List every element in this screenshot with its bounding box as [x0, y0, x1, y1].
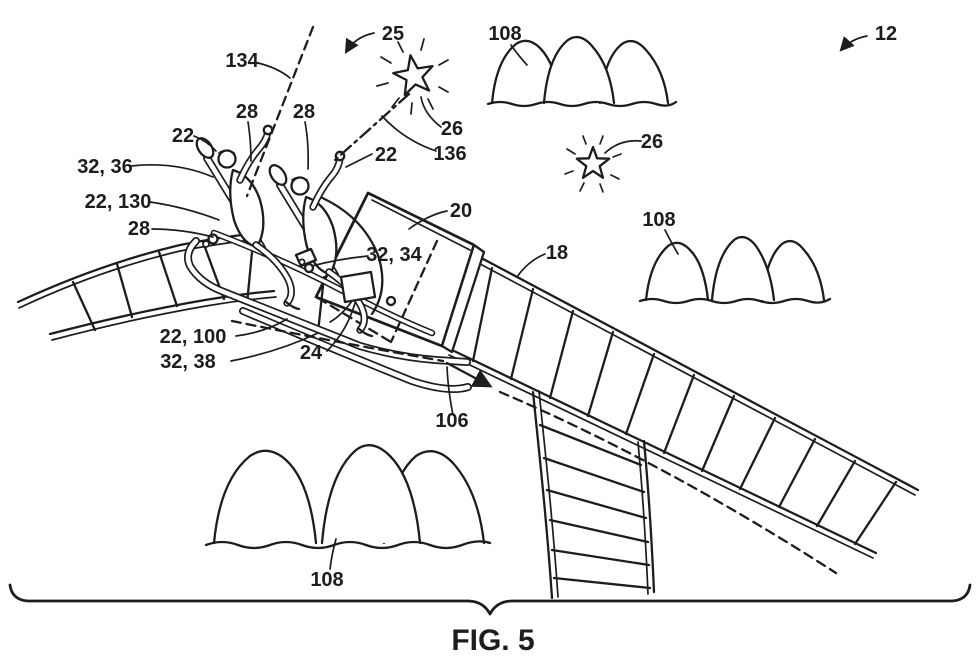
ref-label-32-38: 32, 38 [160, 351, 216, 373]
rider-left [195, 124, 301, 311]
star-effect-top [376, 38, 449, 115]
arrow-25 [344, 32, 375, 54]
ref-label-32-36: 32, 36 [77, 156, 133, 178]
track-left-curved [16, 232, 277, 341]
ref-label-26-mid: 26 [641, 131, 663, 153]
figure-caption: FIG. 5 [451, 624, 534, 657]
ride-path-dashes [230, 319, 838, 575]
ref-label-28-left: 28 [236, 101, 258, 123]
ref-label-22-left: 22 [172, 125, 194, 147]
star-effect-mid [564, 135, 622, 193]
ref-label-22-100: 22, 100 [160, 326, 227, 348]
ref-label-136: 136 [433, 143, 466, 165]
sightline-134 [245, 25, 315, 198]
ref-label-28-lower: 28 [128, 218, 150, 240]
sightline-136 [333, 92, 411, 162]
mountains-top [486, 35, 678, 108]
handheld-device [294, 247, 318, 274]
track-main-ladder [448, 250, 920, 559]
ref-label-108-bottom: 108 [310, 569, 343, 591]
ref-label-32-34: 32, 34 [366, 244, 422, 266]
display-screen [329, 270, 377, 323]
ref-label-108-right: 108 [642, 209, 675, 231]
track-branch-fork [531, 390, 656, 600]
hidden-edge-dashed [316, 296, 393, 344]
ref-label-134: 134 [225, 50, 259, 72]
ref-label-28-right: 28 [293, 101, 315, 123]
reference-numerals: 25 134 12 108 28 28 22 26 136 22 26 32, … [77, 23, 897, 591]
arrow-12 [839, 35, 868, 52]
ref-label-26-top: 26 [441, 118, 463, 140]
ref-label-24: 24 [300, 342, 323, 364]
ref-label-25: 25 [382, 23, 404, 45]
mountains-right [638, 235, 832, 305]
figure-brace [8, 583, 972, 616]
headrest [195, 137, 215, 159]
mountains-bottom [204, 444, 492, 550]
sight-lines [245, 25, 411, 198]
ref-label-12: 12 [875, 23, 897, 45]
ref-label-22-mid: 22 [375, 144, 397, 166]
ref-label-108-top: 108 [488, 23, 521, 45]
ref-label-20: 20 [450, 200, 472, 222]
headrest [268, 164, 288, 186]
ref-label-18: 18 [546, 242, 568, 264]
hidden-edge-dashed [389, 239, 439, 344]
annotation-leaders [130, 32, 868, 570]
rider-right [268, 150, 384, 338]
ref-label-106: 106 [435, 410, 468, 432]
riders [195, 124, 384, 338]
ride-vehicle-box [314, 191, 486, 354]
ref-label-22-130: 22, 130 [85, 191, 152, 213]
direction-arrow [445, 361, 493, 388]
